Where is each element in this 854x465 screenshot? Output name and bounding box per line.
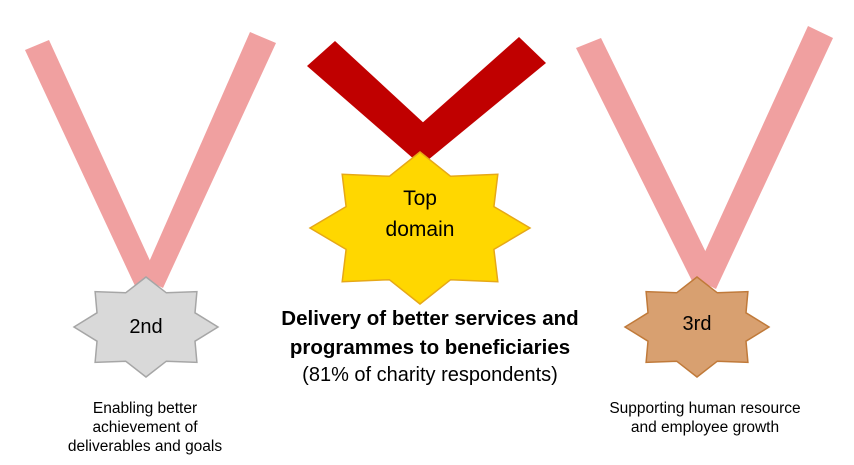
second-medal-label: 2nd <box>129 316 163 338</box>
top-domain-description: Delivery of better services and programm… <box>240 304 620 388</box>
top-domain-line2: programmes to beneficiaries <box>289 336 571 359</box>
top-medal-label-line1: Top <box>403 187 437 210</box>
third-domain-caption: Supporting human resource and employee g… <box>585 399 825 437</box>
second-domain-caption: Enabling better achievement of deliverab… <box>40 399 250 456</box>
top-medal-label-line2: domain <box>385 218 455 241</box>
second-medal-star <box>72 276 220 378</box>
second-caption-line3: deliverables and goals <box>67 438 223 455</box>
third-medal-star <box>623 276 771 378</box>
top-domain-percentage: (81% of charity respondents) <box>302 364 558 386</box>
third-caption-line2: and employee growth <box>630 419 780 436</box>
third-medal-label: 3rd <box>682 313 712 335</box>
third-caption-line1: Supporting human resource <box>609 400 801 417</box>
top-medal-star <box>308 151 532 305</box>
third-medal-ribbon <box>576 26 833 289</box>
second-caption-line1: Enabling better <box>92 400 198 417</box>
top-medal-label: Top domain <box>350 183 490 245</box>
second-medal-ribbon <box>25 32 276 288</box>
top-medal-ribbon <box>307 37 546 160</box>
top-domain-line1: Delivery of better services and <box>281 307 579 330</box>
second-caption-line2: achievement of <box>92 419 198 436</box>
